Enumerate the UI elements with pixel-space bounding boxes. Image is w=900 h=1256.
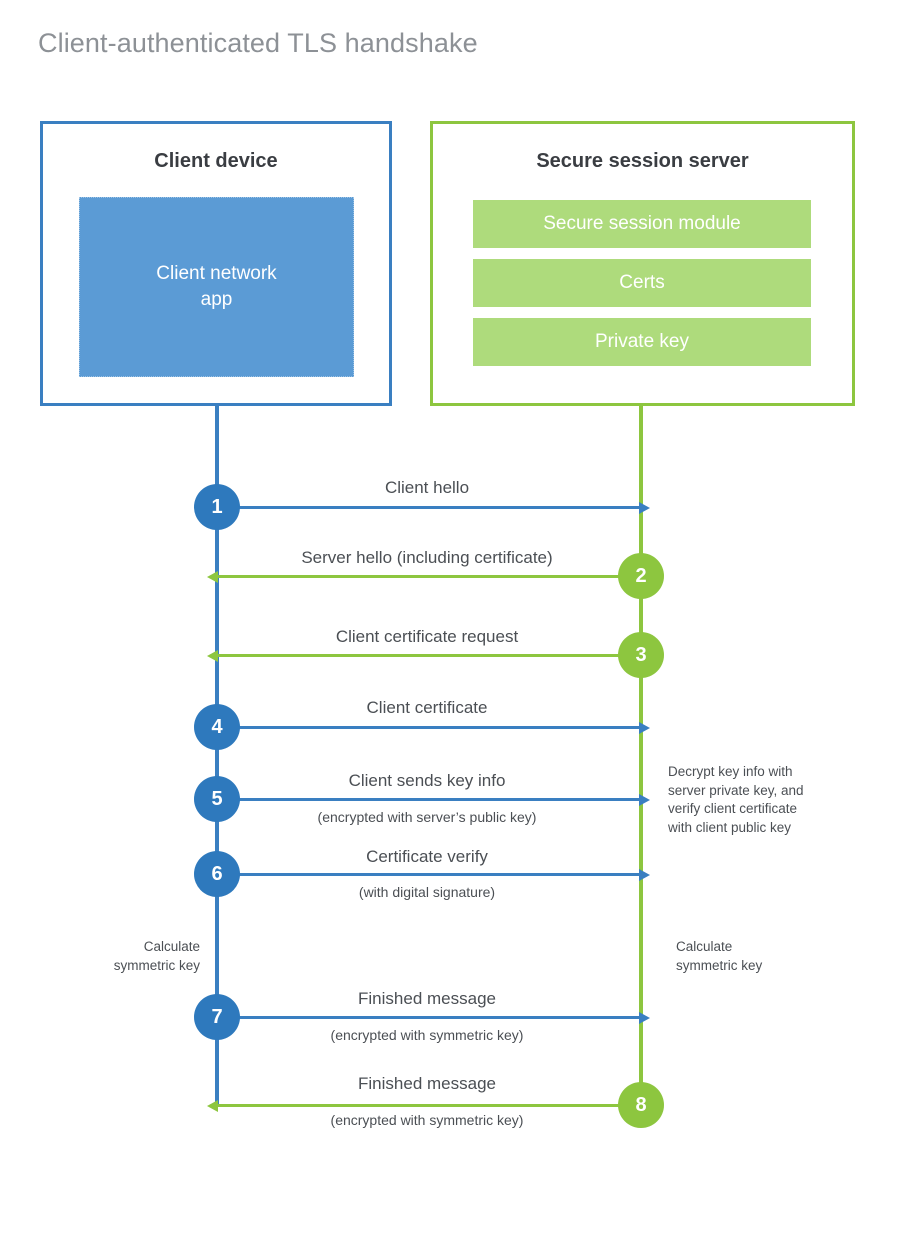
arrow-step-4 bbox=[217, 721, 650, 734]
client-network-app-label: Client network app bbox=[156, 261, 276, 312]
arrow-sublabel-step-7: (encrypted with symmetric key) bbox=[330, 1027, 524, 1043]
step-circle-5: 5 bbox=[194, 776, 240, 822]
secure-session-server-title: Secure session server bbox=[536, 150, 749, 172]
arrow-label-step-3: Client certificate request bbox=[335, 627, 519, 646]
note-server-decrypt-line4: with client public key bbox=[668, 819, 792, 835]
client-device-box: Client device Client network app bbox=[40, 121, 392, 406]
client-device-title: Client device bbox=[154, 150, 278, 172]
note-server-decrypt: Decrypt key info with server private key… bbox=[668, 763, 848, 838]
arrow-sublabel-step-6: (with digital signature) bbox=[358, 884, 496, 900]
client-network-app-label-line2: app bbox=[200, 289, 233, 310]
arrow-label-step-6: Certificate verify bbox=[366, 847, 488, 866]
step-circle-4: 4 bbox=[194, 704, 240, 750]
arrow-step-1 bbox=[217, 501, 650, 514]
arrow-sublabel-step-5: (encrypted with server’s public key) bbox=[317, 809, 537, 825]
arrow-sublabel-step-8: (encrypted with symmetric key) bbox=[330, 1112, 524, 1128]
arrow-step-8 bbox=[207, 1099, 639, 1112]
arrowhead-right-icon bbox=[639, 721, 650, 734]
arrowhead-right-icon bbox=[639, 868, 650, 881]
note-client-calc-line1: Calculate bbox=[143, 939, 200, 954]
arrowhead-left-icon bbox=[207, 649, 218, 662]
note-server-calc-line1: Calculate bbox=[676, 939, 733, 954]
server-components-list: Secure session module Certs Private key bbox=[473, 200, 811, 377]
arrowhead-left-icon bbox=[207, 570, 218, 583]
arrow-label-step-8: Finished message bbox=[358, 1074, 496, 1093]
arrow-label-step-1: Client hello bbox=[384, 478, 470, 497]
arrow-label-step-5: Client sends key info bbox=[348, 771, 506, 790]
note-server-decrypt-line3: verify client certificate bbox=[668, 801, 798, 817]
step-circle-1: 1 bbox=[194, 484, 240, 530]
arrow-label-step-2: Server hello (including certificate) bbox=[301, 548, 553, 567]
arrow-label-step-7: Finished message bbox=[358, 989, 496, 1008]
arrowhead-left-icon bbox=[207, 1099, 218, 1112]
note-client-calc-line2: symmetric key bbox=[113, 957, 200, 973]
step-circle-6: 6 bbox=[194, 851, 240, 897]
arrow-step-6 bbox=[217, 868, 650, 881]
server-component-secure-session-module: Secure session module bbox=[473, 200, 811, 248]
arrow-step-7 bbox=[217, 1011, 650, 1024]
note-server-decrypt-line1: Decrypt key info with bbox=[668, 764, 793, 779]
server-lifeline bbox=[639, 405, 643, 1107]
step-circle-3: 3 bbox=[618, 632, 664, 678]
client-lifeline bbox=[215, 405, 219, 1107]
server-component-private-key: Private key bbox=[473, 318, 811, 366]
page-title: Client-authenticated TLS handshake bbox=[38, 28, 478, 58]
step-circle-8: 8 bbox=[618, 1082, 664, 1128]
arrowhead-right-icon bbox=[639, 793, 650, 806]
note-client-calculate-symmetric-key: Calculate symmetric key bbox=[30, 938, 200, 975]
secure-session-server-box: Secure session server Secure session mod… bbox=[430, 121, 855, 406]
client-network-app-label-line1: Client network bbox=[156, 263, 277, 285]
server-component-certs: Certs bbox=[473, 259, 811, 307]
arrowhead-right-icon bbox=[639, 501, 650, 514]
step-circle-7: 7 bbox=[194, 994, 240, 1040]
note-server-calculate-symmetric-key: Calculate symmetric key bbox=[676, 938, 856, 975]
step-circle-2: 2 bbox=[618, 553, 664, 599]
arrow-label-step-4: Client certificate bbox=[366, 698, 488, 717]
arrowhead-right-icon bbox=[639, 1011, 650, 1024]
note-server-decrypt-line2: server private key, and bbox=[668, 782, 804, 798]
arrow-step-2 bbox=[207, 570, 639, 583]
arrow-step-3 bbox=[207, 649, 639, 662]
client-network-app-box: Client network app bbox=[79, 197, 354, 377]
note-server-calc-line2: symmetric key bbox=[676, 957, 763, 973]
arrow-step-5 bbox=[217, 793, 650, 806]
